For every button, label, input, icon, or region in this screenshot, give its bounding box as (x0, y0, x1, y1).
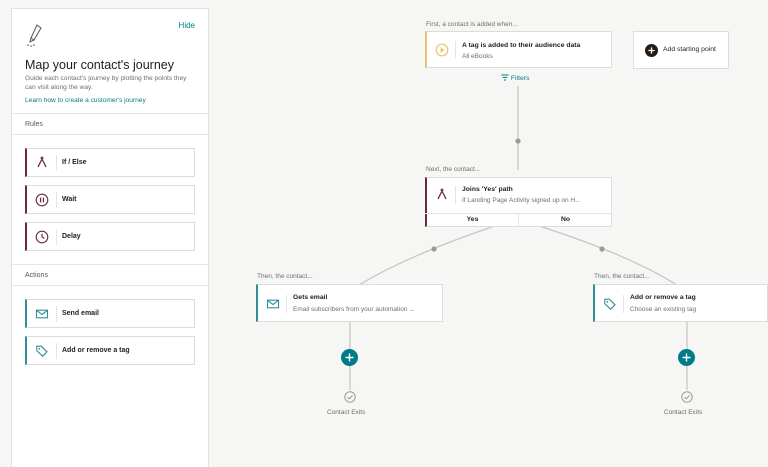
rule-card-label: Delay (62, 233, 81, 240)
journey-canvas[interactable]: First, a contact is added when... A tag … (209, 0, 768, 467)
card-divider (56, 229, 57, 245)
filter-icon (501, 74, 509, 81)
tag-icon (604, 298, 616, 310)
send-email-subtitle: Email subscribers from your automation .… (293, 306, 415, 313)
right-branch-caption: Then, the contact... (594, 273, 650, 280)
yes-no-divider (425, 213, 612, 214)
branch-icon (437, 188, 447, 200)
node-divider (455, 186, 456, 204)
rules-header-label: Rules (25, 121, 43, 128)
if-else-node[interactable]: Joins 'Yes' path If Landing Page Activit… (425, 177, 612, 227)
trigger-title: A tag is added to their audience data (462, 42, 581, 49)
sidebar-description: Guide each contact's journey by plotting… (25, 75, 187, 92)
sidebar-title: Map your contact's journey (25, 58, 174, 72)
contact-exits-right: Contact Exits (664, 409, 703, 416)
card-divider (56, 192, 57, 208)
add-starting-point-label: Add starting point (663, 46, 716, 53)
rule-card-label: Wait (62, 196, 77, 203)
rule-card-label: If / Else (62, 159, 87, 166)
trigger-node[interactable]: A tag is added to their audience data Al… (425, 31, 612, 68)
actions-header-label: Actions (25, 272, 48, 279)
journey-sidebar: Hide Map your contact's journey Guide ea… (11, 8, 209, 467)
card-divider (56, 155, 57, 171)
branch-icon (37, 156, 47, 168)
next-caption: Next, the contact... (426, 166, 481, 173)
rule-node-subtitle: If Landing Page Activity signed up on H.… (462, 197, 581, 204)
envelope-icon (266, 299, 280, 309)
send-email-title: Gets email (293, 294, 328, 301)
rules-section-header: Rules (12, 113, 208, 135)
action-card-send-email[interactable]: Send email (25, 299, 195, 328)
rule-card-wait[interactable]: Wait (25, 185, 195, 214)
yes-branch-tab[interactable]: Yes (466, 216, 479, 223)
rule-card-delay[interactable]: Delay (25, 222, 195, 251)
pause-icon (35, 193, 49, 207)
tag-node-title: Add or remove a tag (630, 294, 696, 301)
exit-check-icon (681, 391, 693, 403)
connector-dot (431, 246, 437, 252)
add-step-button-left[interactable] (341, 349, 358, 366)
card-divider (56, 306, 57, 322)
actions-section-header: Actions (12, 264, 208, 286)
pen-icon (27, 24, 42, 47)
trigger-subtitle: All eBooks (462, 53, 493, 60)
rule-card-if-else[interactable]: If / Else (25, 148, 195, 177)
connector-dot (515, 138, 521, 144)
hide-sidebar-link[interactable]: Hide (178, 21, 195, 30)
connector-lines (349, 86, 688, 390)
yes-no-separator (518, 214, 519, 227)
filters-label: Filters (510, 75, 530, 82)
left-branch-caption: Then, the contact... (257, 273, 313, 280)
play-circle-icon (435, 43, 449, 57)
no-branch-tab[interactable]: No (560, 216, 571, 223)
learn-journey-link[interactable]: Learn how to create a customer's journey (25, 97, 146, 104)
add-step-button-right[interactable] (678, 349, 695, 366)
plus-icon (345, 353, 354, 362)
send-email-node[interactable]: Gets email Email subscribers from your a… (256, 284, 443, 322)
connector-dot (599, 246, 605, 252)
filters-link[interactable]: Filters (501, 74, 529, 82)
card-divider (56, 343, 57, 359)
node-divider (623, 295, 624, 313)
exit-check-icon (344, 391, 356, 403)
tag-node-subtitle: Choose an existing tag (630, 306, 697, 313)
action-card-label: Send email (62, 310, 99, 317)
action-card-add-remove-tag[interactable]: Add or remove a tag (25, 336, 195, 365)
action-card-label: Add or remove a tag (62, 347, 130, 354)
rule-node-title: Joins 'Yes' path (462, 186, 513, 193)
envelope-icon (35, 309, 49, 319)
node-divider (455, 41, 456, 59)
node-divider (286, 295, 287, 313)
plus-circle-icon (645, 44, 658, 57)
plus-icon (682, 353, 691, 362)
add-remove-tag-node[interactable]: Add or remove a tag Choose an existing t… (593, 284, 768, 322)
tag-icon (36, 345, 48, 357)
add-starting-point-button[interactable]: Add starting point (633, 31, 729, 69)
trigger-caption: First, a contact is added when... (426, 21, 518, 28)
clock-icon (35, 230, 49, 244)
contact-exits-left: Contact Exits (327, 409, 366, 416)
